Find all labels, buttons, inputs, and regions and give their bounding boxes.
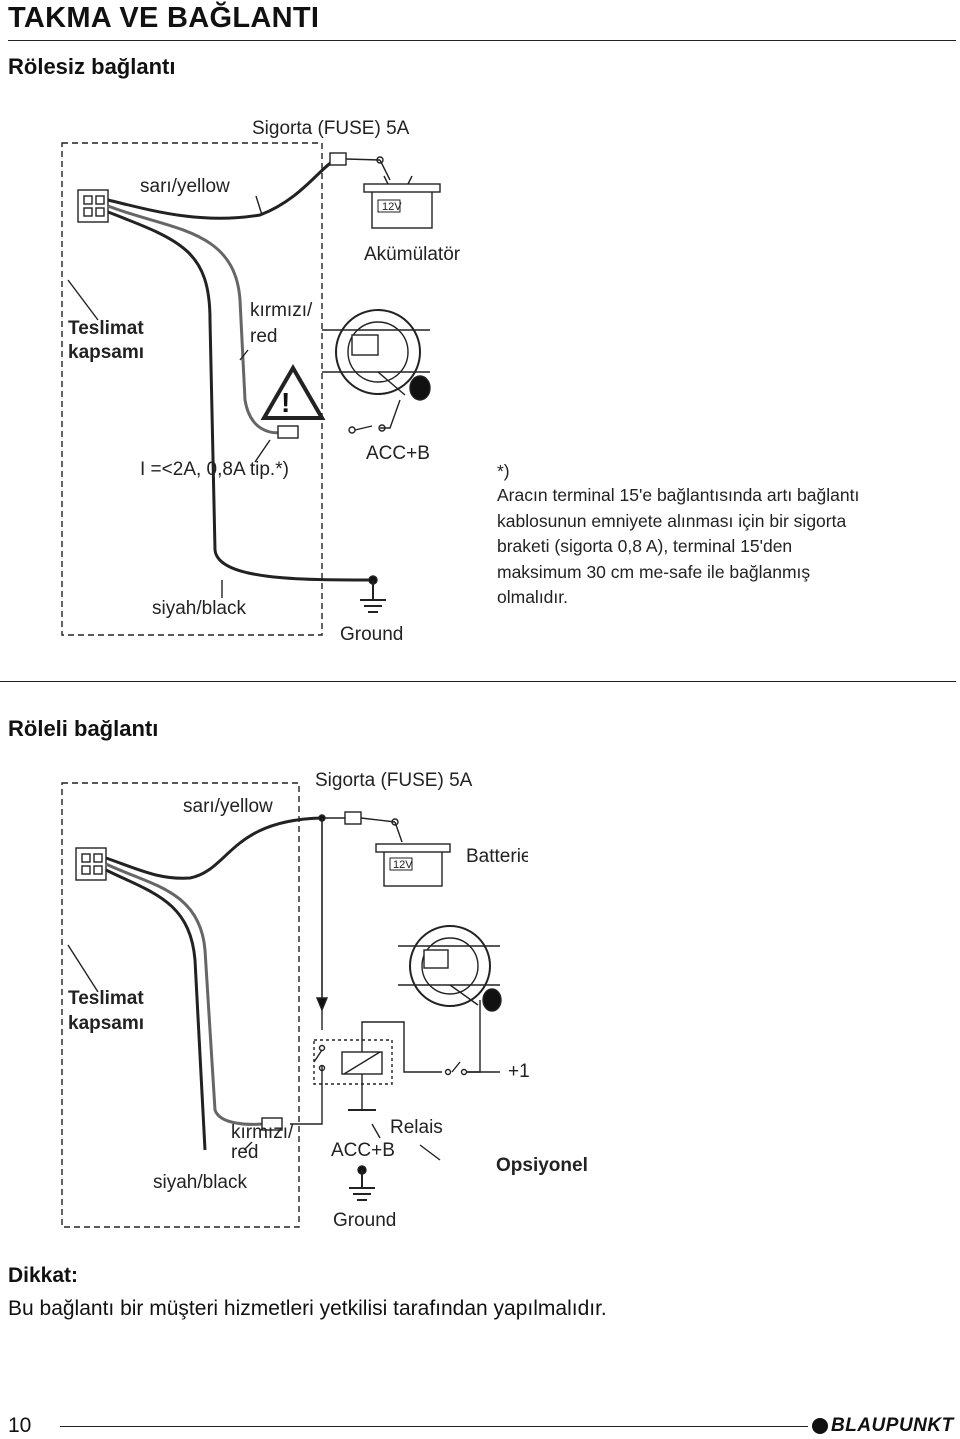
note-text: Aracın terminal 15'e bağlantısında artı … bbox=[497, 485, 860, 607]
connector-plug-icon-2 bbox=[75, 847, 107, 881]
page-number: 10 bbox=[8, 1414, 32, 1437]
steering-wheel-icon-2 bbox=[398, 925, 502, 1012]
red-wire-label-2b: red bbox=[231, 1142, 259, 1163]
battery-icon bbox=[363, 175, 441, 229]
inline-fuse-icon bbox=[277, 425, 299, 439]
warning-triangle-icon bbox=[260, 364, 326, 420]
plus-label: +1 bbox=[508, 1061, 530, 1082]
connector-plug-icon bbox=[77, 189, 109, 223]
section-title-relay: Röleli bağlantı bbox=[8, 716, 159, 741]
steering-wheel-icon bbox=[322, 309, 431, 401]
page-title: TAKMA VE BAĞLANTI bbox=[8, 2, 320, 34]
title-rule bbox=[8, 40, 956, 41]
fuse-icon bbox=[329, 152, 347, 166]
relay-label: Relais bbox=[390, 1117, 443, 1138]
section-title-no-relay: Rölesiz bağlantı bbox=[8, 54, 176, 79]
delivery-scope-label-1a: Teslimat bbox=[68, 318, 144, 339]
fuse-label-1: Sigorta (FUSE) 5A bbox=[252, 118, 410, 139]
red-wire-label-1a: kırmızı/ bbox=[250, 300, 313, 321]
note-marker: *) bbox=[497, 461, 510, 481]
warning-symbol: ! bbox=[281, 387, 290, 418]
battery-label-2: Batterie bbox=[466, 846, 528, 867]
acc-label-2: ACC+B bbox=[331, 1140, 395, 1161]
battery-voltage-label-2: 12V bbox=[393, 859, 413, 871]
brand-dot-icon bbox=[812, 1418, 828, 1434]
ground-label-2: Ground bbox=[333, 1210, 397, 1231]
brand-name: BLAUPUNKT bbox=[831, 1415, 954, 1436]
red-wire-label-2a: kırmızı/ bbox=[231, 1122, 294, 1143]
black-wire-label-2: siyah/black bbox=[153, 1172, 247, 1193]
current-label: I =<2A, 0,8A tip.*) bbox=[140, 459, 289, 480]
warning-text: Bu bağlantı bir müşteri hizmetleri yetki… bbox=[8, 1297, 607, 1320]
fuse-icon-2 bbox=[344, 811, 362, 825]
relay-coil-icon bbox=[341, 1051, 383, 1075]
delivery-scope-box bbox=[61, 142, 323, 636]
warning-title: Dikkat: bbox=[8, 1264, 79, 1287]
yellow-wire-label-2: sarı/yellow bbox=[183, 796, 273, 817]
black-wire-label-1: siyah/black bbox=[152, 598, 246, 619]
delivery-scope-label-2a: Teslimat bbox=[68, 988, 144, 1009]
brand-logo: BLAUPUNKT bbox=[812, 1415, 954, 1437]
battery-label-1: Akümülatör bbox=[364, 244, 461, 265]
delivery-scope-label-1b: kapsamı bbox=[68, 342, 145, 363]
battery-icon-2 bbox=[375, 843, 451, 887]
ground-label-1: Ground bbox=[340, 624, 404, 645]
fuse-label-2: Sigorta (FUSE) 5A bbox=[315, 770, 473, 791]
optional-label: Opsiyonel bbox=[496, 1155, 588, 1176]
section-divider bbox=[0, 681, 956, 682]
red-wire-label-1b: red bbox=[250, 326, 278, 347]
footer-rule bbox=[60, 1426, 808, 1427]
acc-label-1: ACC+B bbox=[366, 443, 430, 464]
yellow-wire-label-1: sarı/yellow bbox=[140, 176, 230, 197]
delivery-scope-label-2b: kapsamı bbox=[68, 1013, 145, 1034]
relay-box bbox=[313, 1039, 393, 1085]
battery-voltage-label-1: 12V bbox=[382, 201, 402, 213]
